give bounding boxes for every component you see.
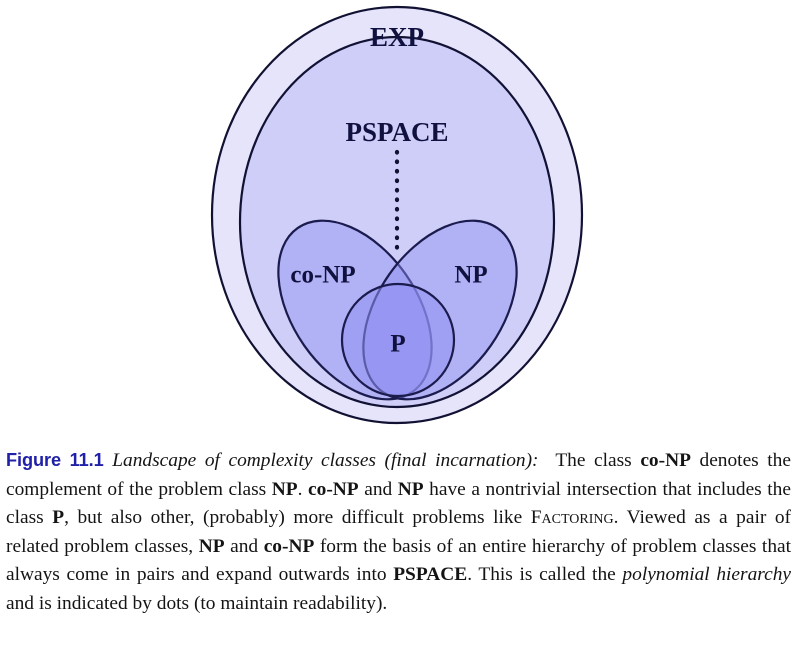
label-p: P bbox=[390, 331, 405, 358]
caption-part9: form the basis of an entire hierarchy of… bbox=[6, 535, 796, 586]
figure-caption: Figure 11.1 Landscape of complexity clas… bbox=[6, 446, 791, 619]
caption-part8: and bbox=[224, 535, 264, 557]
caption-part3: . bbox=[297, 478, 309, 500]
label-exp: EXP bbox=[370, 22, 424, 52]
caption-term-co-np-3: co-NP bbox=[263, 535, 315, 557]
label-pspace: PSPACE bbox=[345, 117, 448, 147]
caption-term-polynomial-hierarchy: polynomial hierarchy bbox=[622, 564, 792, 586]
caption-part1: The class bbox=[538, 450, 641, 471]
pspace-ellipse bbox=[238, 35, 556, 409]
caption-term-np-2: NP bbox=[397, 478, 424, 500]
p-circle bbox=[340, 282, 456, 398]
caption-term-np-1: NP bbox=[271, 478, 298, 500]
label-np: NP bbox=[454, 262, 487, 289]
caption-part5: have a nontrivial intersection that incl… bbox=[6, 478, 796, 529]
caption-term-co-np-2: co-NP bbox=[308, 478, 359, 500]
caption-part4: and bbox=[358, 478, 398, 500]
caption-term-p: P bbox=[52, 507, 65, 529]
caption-term-factoring: Factoring bbox=[530, 507, 614, 529]
caption-part10: . This is called the bbox=[467, 564, 623, 586]
caption-title: Landscape of complexity classes (final i… bbox=[112, 450, 539, 471]
label-co-np: co-NP bbox=[290, 262, 355, 289]
caption-part11: and is indicated by dots (to maintain re… bbox=[6, 564, 796, 614]
caption-term-co-np-1: co-NP bbox=[640, 450, 691, 471]
caption-term-pspace: PSPACE bbox=[393, 564, 468, 586]
complexity-venn-figure: EXP PSPACE co-NP NP P bbox=[210, 5, 584, 425]
caption-figure-number: Figure 11.1 bbox=[6, 450, 104, 470]
caption-part7: . Viewed as a pair of related problem cl… bbox=[6, 507, 796, 557]
caption-part2: denotes the complement of the problem cl… bbox=[6, 450, 796, 500]
caption-term-np-3: NP bbox=[198, 535, 225, 557]
caption-part6: , but also other, (probably) more diffic… bbox=[64, 507, 531, 529]
